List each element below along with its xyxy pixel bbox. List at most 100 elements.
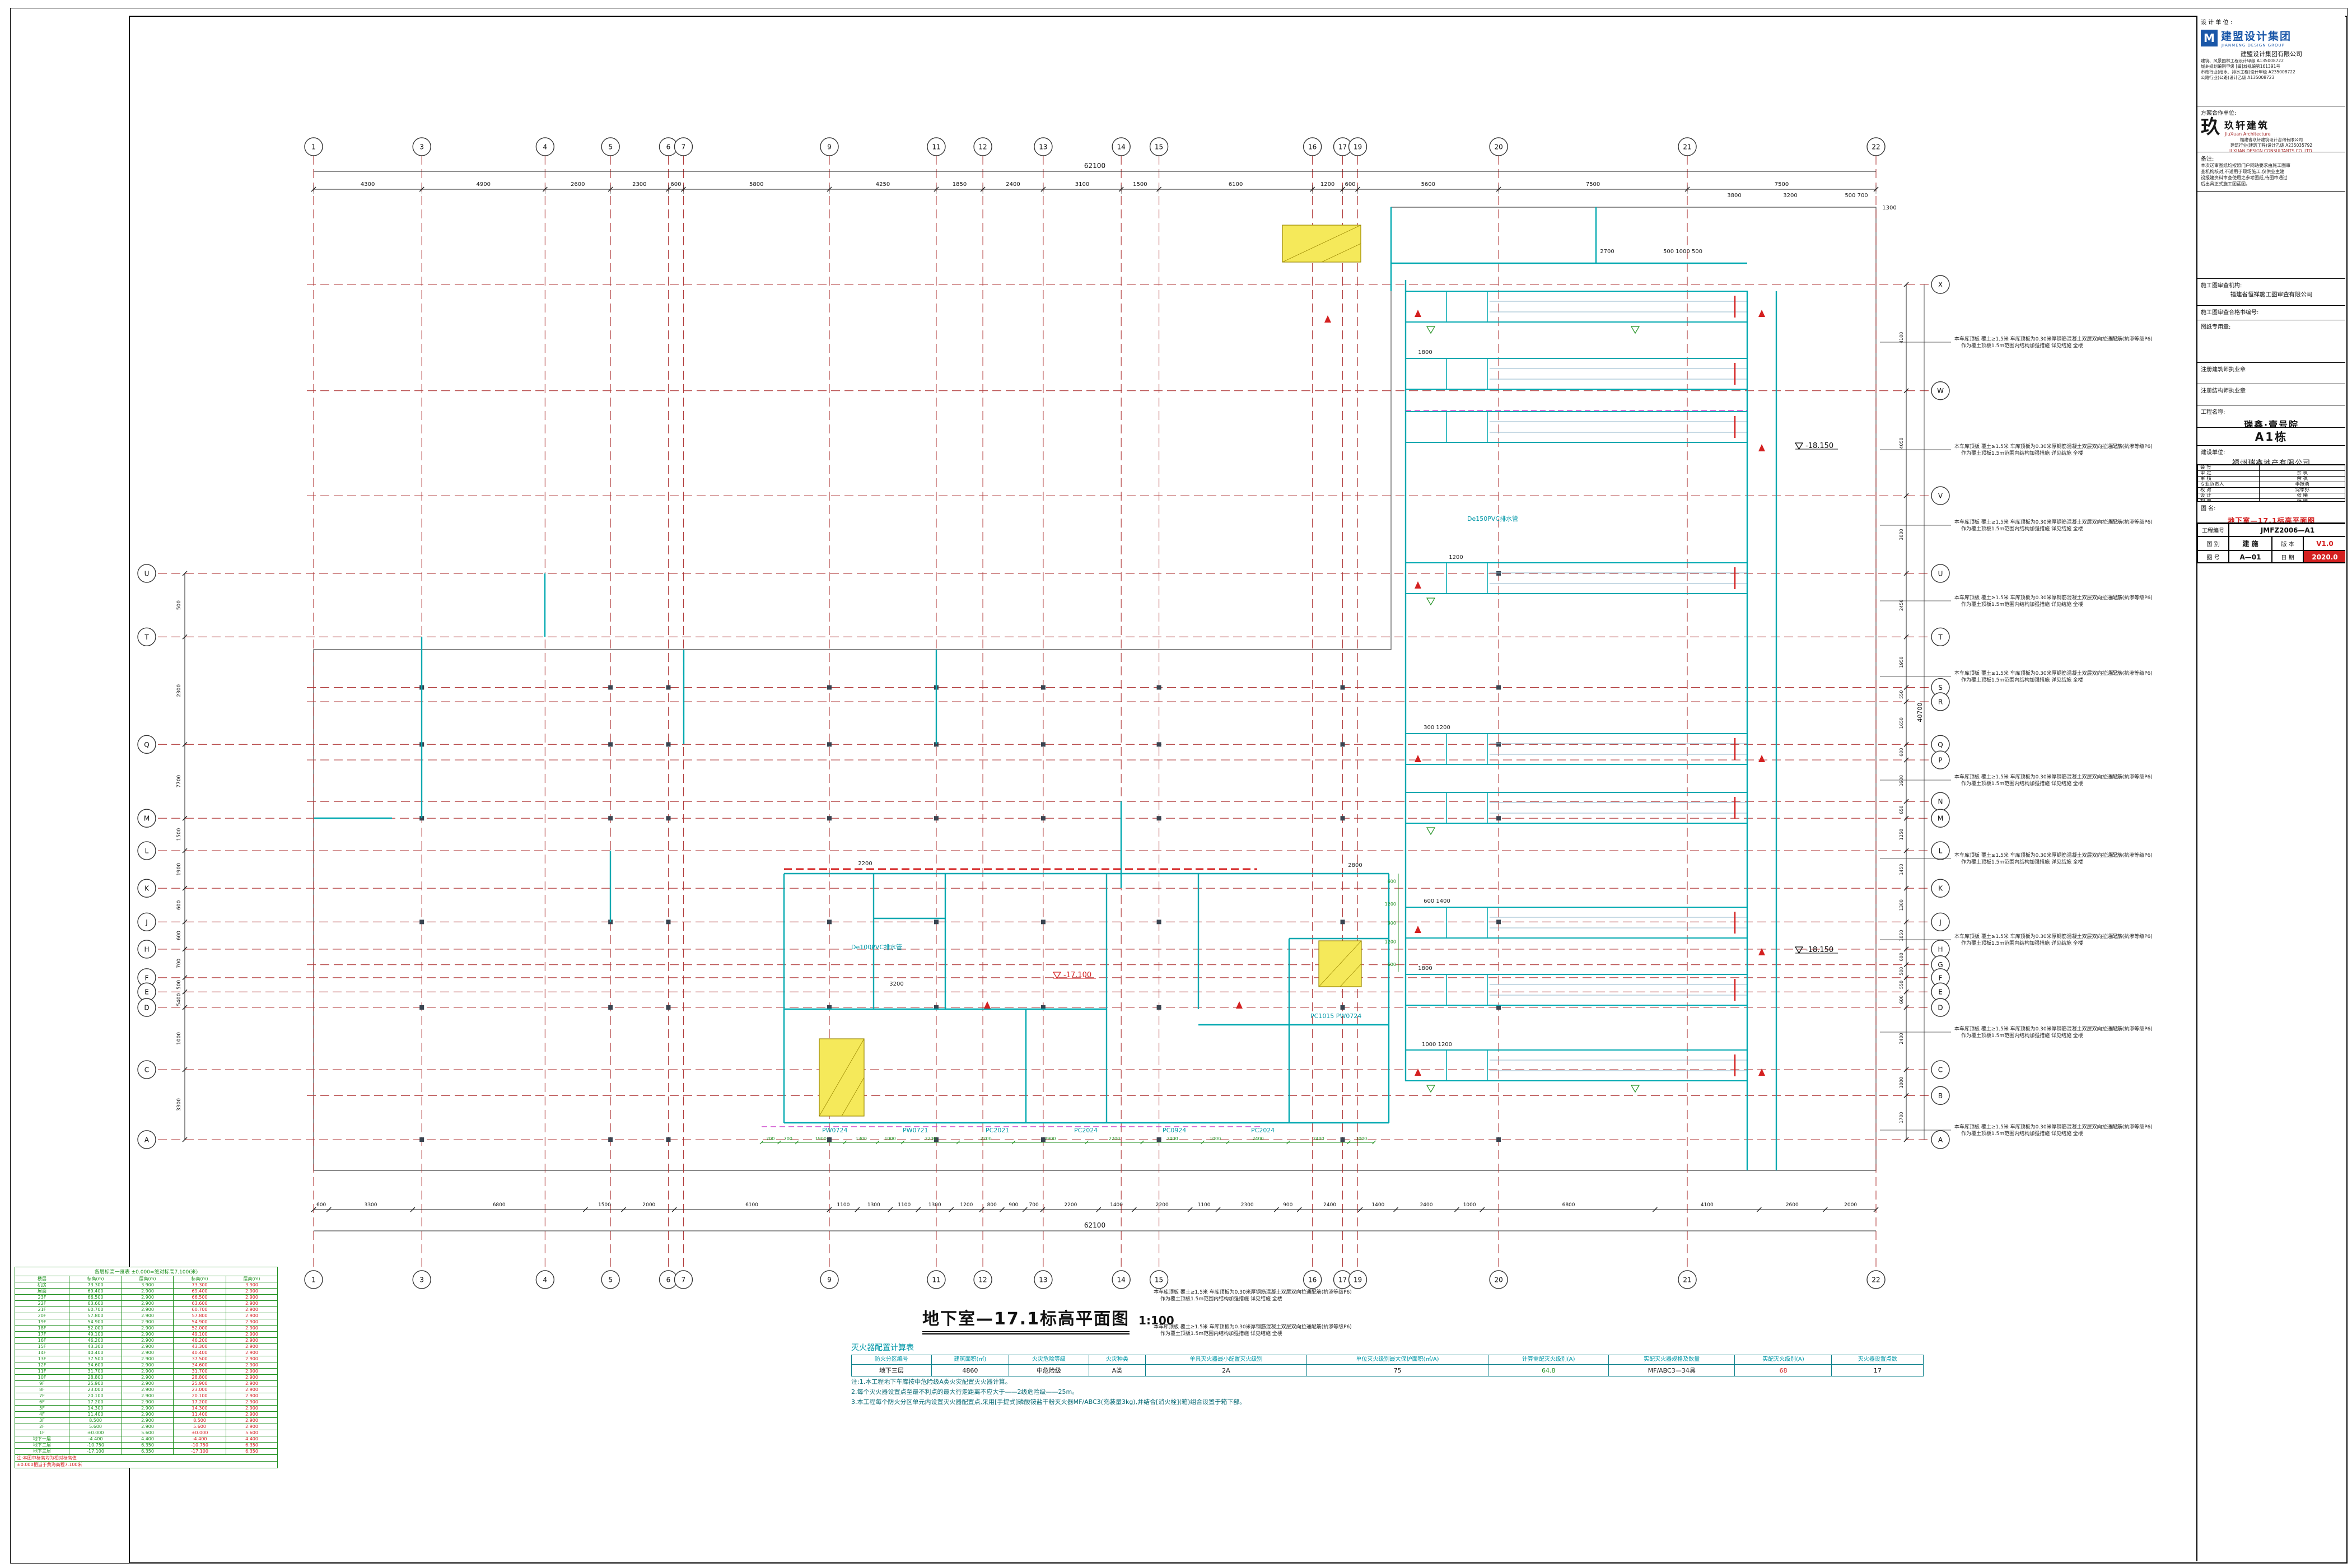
- svg-text:U: U: [1938, 570, 1943, 577]
- scheme-brand: 玖轩建筑: [2224, 120, 2269, 132]
- svg-text:作为覆土顶板1.5m范围内结构加强措施 详见结施 全楼: 作为覆土顶板1.5m范围内结构加强措施 详见结施 全楼: [1160, 1330, 1282, 1337]
- svg-text:2200: 2200: [1109, 1136, 1120, 1141]
- svg-text:4300: 4300: [361, 181, 375, 188]
- project-no-value: JMFZ2006—A1: [2229, 524, 2345, 536]
- svg-text:900: 900: [1009, 1202, 1018, 1208]
- elevation-note: 注:本图中标高均为相对标高值: [15, 1455, 278, 1462]
- remark-line: 设报建资料审查使用之参考图纸,待图审通过: [2201, 175, 2288, 180]
- svg-text:1300: 1300: [1882, 205, 1896, 211]
- svg-text:13: 13: [1039, 1276, 1047, 1284]
- svg-text:-17.100: -17.100: [1063, 971, 1091, 979]
- svg-text:作为覆土顶板1.5m范围内结构加强措施 详见结施 全楼: 作为覆土顶板1.5m范围内结构加强措施 详见结施 全楼: [1160, 1295, 1282, 1302]
- svg-text:2200: 2200: [1156, 1202, 1169, 1208]
- leader-notes: 本车库顶板 覆土≥1.5米 车库顶板为0.30米厚钢筋混凝土双层双向拉通配筋(抗…: [1154, 335, 2153, 1337]
- client-section: 建设单位: 福州瑞鑫地产有限公司: [2197, 446, 2345, 465]
- svg-text:1300: 1300: [928, 1202, 941, 1208]
- role-row: 审 核佘 枫: [2197, 476, 2345, 482]
- svg-text:De150PVC排水管: De150PVC排水管: [1467, 515, 1518, 522]
- svg-text:De100PVC排水管: De100PVC排水管: [851, 943, 902, 951]
- meta-section: 工程编号 JMFZ2006—A1 图 别 建 施 版 本 V1.0 图 号 A—…: [2197, 523, 2345, 563]
- svg-text:K: K: [1938, 885, 1943, 893]
- svg-text:E: E: [1938, 988, 1943, 996]
- svg-text:19: 19: [1354, 1276, 1362, 1284]
- svg-text:-18.150: -18.150: [1805, 946, 1833, 954]
- svg-text:X: X: [1938, 281, 1943, 289]
- svg-text:1000: 1000: [176, 1032, 182, 1045]
- svg-text:16: 16: [1308, 143, 1317, 151]
- svg-text:2600: 2600: [571, 181, 585, 188]
- svg-text:2400: 2400: [1323, 1202, 1336, 1208]
- fire-extinguisher-table: 灭火器配置计算表防火分区编号建筑面积(㎡)火灾危险等级火灾种类单具灭火器最小配置…: [851, 1342, 1924, 1407]
- svg-text:2450: 2450: [1899, 599, 1904, 610]
- svg-text:550: 550: [1899, 690, 1904, 699]
- svg-text:L: L: [1939, 847, 1943, 855]
- svg-text:1850: 1850: [953, 181, 967, 188]
- elevation-table: 各层标高一览表 ±0.000=绝对标高7.100(米)楼层标高(m)层高(m)标…: [15, 1267, 278, 1468]
- svg-text:1000: 1000: [1463, 1202, 1476, 1208]
- scheme-company-name: 福建省玖轩建筑设计咨询有限公司: [2239, 137, 2303, 142]
- svg-text:作为覆土顶板1.5m范围内结构加强措施 详见结施 全楼: 作为覆土顶板1.5m范围内结构加强措施 详见结施 全楼: [1961, 940, 2083, 946]
- svg-text:D: D: [1938, 1004, 1943, 1012]
- svg-text:2200: 2200: [858, 861, 872, 867]
- title-block: 设 计 单 位 : M 建盟设计集团 JIANMENG DESIGN GROUP…: [2196, 16, 2345, 1561]
- svg-text:B: B: [1938, 1092, 1943, 1100]
- svg-text:2400: 2400: [1006, 181, 1020, 188]
- svg-text:6800: 6800: [1562, 1202, 1575, 1208]
- svg-text:2000: 2000: [642, 1202, 655, 1208]
- svg-text:2700: 2700: [1600, 249, 1614, 255]
- svg-text:2900: 2900: [1044, 1136, 1056, 1141]
- svg-text:S: S: [1938, 684, 1943, 692]
- svg-text:16: 16: [1308, 1276, 1317, 1284]
- svg-text:5800: 5800: [749, 181, 763, 188]
- elevation-note: ±0.000相当于黄海高程7.100米: [15, 1462, 278, 1468]
- svg-text:4100: 4100: [1701, 1202, 1714, 1208]
- svg-text:1000: 1000: [1356, 1136, 1367, 1141]
- svg-text:5: 5: [608, 1276, 613, 1284]
- svg-text:600: 600: [670, 181, 681, 188]
- svg-text:作为覆土顶板1.5m范围内结构加强措施 详见结施 全楼: 作为覆土顶板1.5m范围内结构加强措施 详见结施 全楼: [1961, 525, 2083, 532]
- svg-text:作为覆土顶板1.5m范围内结构加强措施 详见结施 全楼: 作为覆土顶板1.5m范围内结构加强措施 详见结施 全楼: [1961, 342, 2083, 349]
- architect-seal-label: 注册建筑师执业章: [2201, 367, 2246, 373]
- design-unit-label: 设 计 单 位 :: [2201, 20, 2233, 26]
- svg-text:1200: 1200: [960, 1202, 973, 1208]
- svg-text:T: T: [144, 633, 149, 641]
- svg-text:本车库顶板 覆土≥1.5米 车库顶板为0.30米厚钢筋混凝土: 本车库顶板 覆土≥1.5米 车库顶板为0.30米厚钢筋混凝土双层双向拉通配筋(抗…: [1954, 670, 2153, 676]
- svg-text:1300: 1300: [1899, 899, 1904, 911]
- remark-section: 备注: 本次送审图纸均按照门户网站要求由施工图审查机构核对,不适用于现场施工,仅…: [2197, 152, 2345, 192]
- svg-text:600: 600: [176, 931, 182, 940]
- svg-text:4050: 4050: [1899, 437, 1904, 449]
- svg-text:21: 21: [1683, 1276, 1691, 1284]
- svg-text:PW0721: PW0721: [903, 1127, 928, 1134]
- svg-text:62100: 62100: [1084, 1221, 1105, 1229]
- svg-text:1000: 1000: [1210, 1136, 1221, 1141]
- svg-text:9: 9: [827, 1276, 832, 1284]
- svg-text:G: G: [1938, 961, 1943, 969]
- svg-text:7: 7: [682, 1276, 686, 1284]
- svg-text:600 1400: 600 1400: [1424, 898, 1450, 904]
- review-no-label: 施工图审查合格书编号:: [2201, 310, 2259, 316]
- svg-text:11: 11: [932, 143, 940, 151]
- svg-text:4900: 4900: [477, 181, 491, 188]
- svg-text:1: 1: [311, 143, 316, 151]
- svg-text:本车库顶板 覆土≥1.5米 车库顶板为0.30米厚钢筋混凝土: 本车库顶板 覆土≥1.5米 车库顶板为0.30米厚钢筋混凝土双层双向拉通配筋(抗…: [1954, 773, 2153, 780]
- svg-text:15: 15: [1155, 143, 1163, 151]
- date-label: 日 期: [2272, 550, 2303, 562]
- jianmeng-logo-icon: M: [2201, 29, 2218, 46]
- svg-text:1250: 1250: [1899, 829, 1904, 840]
- svg-text:PC0924: PC0924: [1163, 1127, 1186, 1134]
- svg-text:300 1200: 300 1200: [1424, 725, 1450, 731]
- fire-table-title: 灭火器配置计算表: [851, 1343, 914, 1352]
- svg-text:500 1000 500: 500 1000 500: [1663, 249, 1702, 255]
- drawing-stamp-label: 图纸专用章:: [2201, 324, 2231, 330]
